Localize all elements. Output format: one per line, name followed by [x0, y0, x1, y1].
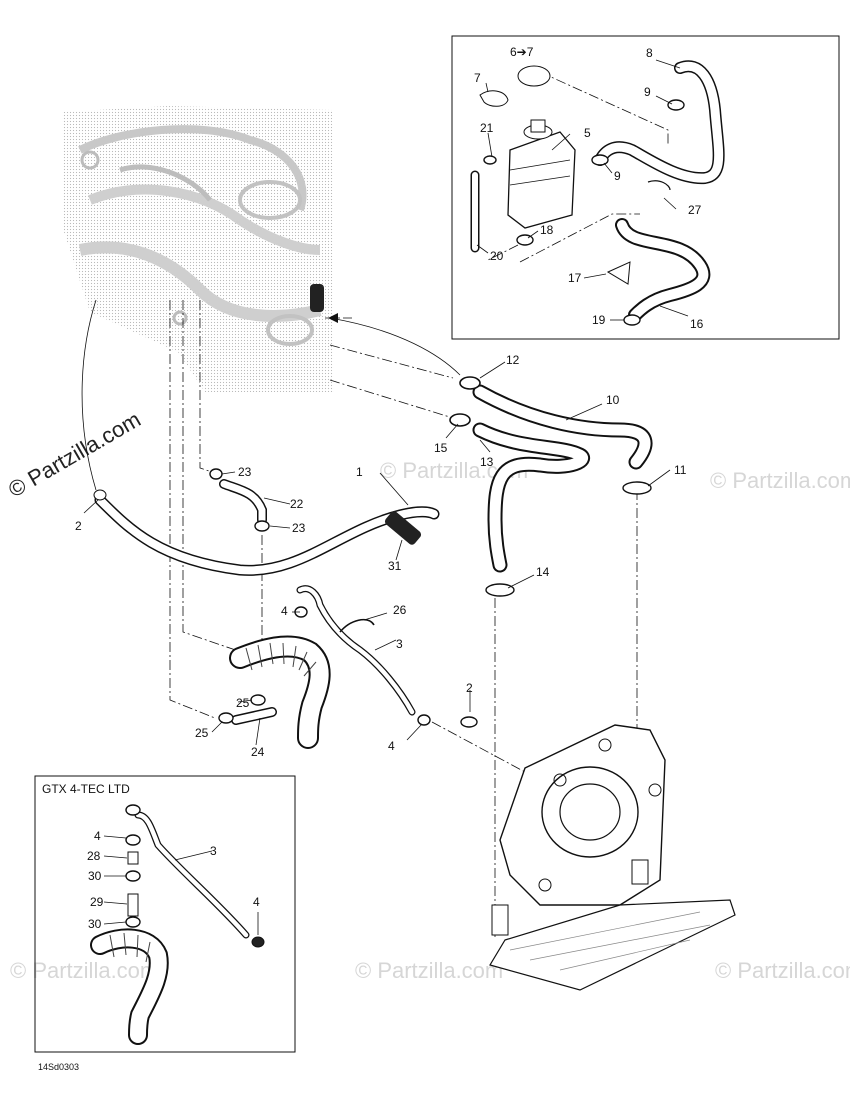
- callout-30: 30: [88, 917, 102, 931]
- callout-4: 4: [94, 829, 101, 843]
- callout-numbers: 1 2 2 3 3 4 4 4 4 5 6➔7 7 8 9 9 10 11 12…: [75, 45, 704, 931]
- callout-25: 25: [195, 726, 209, 740]
- callout-25: 25: [236, 696, 250, 710]
- watermark-text: © Partzilla.com: [715, 958, 850, 983]
- clamps: [93, 65, 685, 948]
- callout-9: 9: [614, 169, 621, 183]
- watermark-text: © Partzilla.com: [355, 958, 503, 983]
- callout-29: 29: [90, 895, 104, 909]
- inset-title: GTX 4-TEC LTD: [42, 782, 130, 796]
- callout-15: 15: [434, 441, 448, 455]
- coolant-reservoir: [507, 119, 576, 229]
- gtx-inset-frame: [34, 775, 296, 1053]
- callout-4: 4: [281, 604, 288, 618]
- callout-30: 30: [88, 869, 102, 883]
- callout-9: 9: [644, 85, 651, 99]
- callout-28: 28: [87, 849, 101, 863]
- callout-8: 8: [646, 46, 653, 60]
- callout-4: 4: [388, 739, 395, 753]
- callout-31: 31: [388, 559, 402, 573]
- callout-1: 1: [356, 465, 363, 479]
- watermark-side-text: © Partzilla.com: [4, 407, 145, 503]
- callout-23: 23: [238, 465, 252, 479]
- callout-2: 2: [466, 681, 473, 695]
- callout-leaders: [83, 59, 689, 935]
- callout-16: 16: [690, 317, 704, 331]
- jet-pump-housing: [489, 724, 736, 991]
- callout-17: 17: [568, 271, 582, 285]
- guide-lines: [169, 71, 669, 940]
- callout-27: 27: [688, 203, 702, 217]
- callout-26: 26: [393, 603, 407, 617]
- flow-arrow: [328, 313, 461, 376]
- callout-10: 10: [606, 393, 620, 407]
- callout-14: 14: [536, 565, 550, 579]
- callout-5: 5: [584, 126, 591, 140]
- callout-3: 3: [396, 637, 403, 651]
- callout-19: 19: [592, 313, 606, 327]
- callout-7: 7: [474, 71, 481, 85]
- callout-6-7: 6➔7: [510, 45, 534, 59]
- callout-22: 22: [290, 497, 304, 511]
- callout-20: 20: [490, 249, 504, 263]
- callout-13: 13: [480, 455, 494, 469]
- callout-24: 24: [251, 745, 265, 759]
- callout-3: 3: [210, 844, 217, 858]
- callout-4: 4: [253, 895, 260, 909]
- callout-2: 2: [75, 519, 82, 533]
- callout-12: 12: [506, 353, 520, 367]
- hoses: [81, 60, 725, 1045]
- watermark-text: © Partzilla.com: [10, 958, 158, 983]
- callout-18: 18: [540, 223, 554, 237]
- engine-illustration: [62, 106, 334, 392]
- callout-11: 11: [674, 463, 687, 477]
- callout-23: 23: [292, 521, 306, 535]
- callout-21: 21: [480, 121, 494, 135]
- figure-code: 14Sd0303: [38, 1062, 79, 1072]
- reservoir-inset-frame: [451, 35, 840, 340]
- watermark-text: © Partzilla.com: [710, 468, 850, 493]
